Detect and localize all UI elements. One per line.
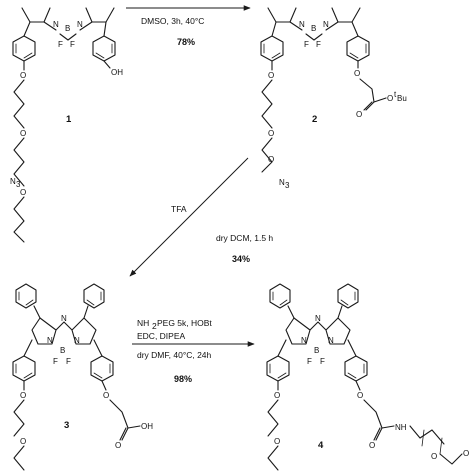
c4-fluorine-2: F (320, 357, 325, 366)
c3-n-right: N (74, 336, 80, 345)
c4-fluorine-1: F (307, 357, 312, 366)
compound-4-label: 4 (318, 440, 324, 451)
c4-boron: B (314, 346, 319, 355)
compound-2-label: 2 (312, 114, 317, 125)
c4-n-right: N (328, 336, 334, 345)
step-2-yield: 34% (232, 254, 250, 264)
c4-carbonyl-o: O (369, 441, 375, 450)
step-3-coupling: EDC, DIPEA (137, 331, 186, 341)
c2-ether-o: O (268, 71, 274, 80)
c1-chain-o1: O (20, 129, 26, 138)
step-3-yield: 98% (174, 374, 192, 384)
step-2-conditions: dry DCM, 1.5 h (216, 233, 273, 243)
c1-hydroxyl: OH (111, 68, 123, 77)
c2-otbu-bu: Bu (397, 94, 407, 103)
step-3-amine: NH (137, 318, 149, 328)
c2-fluorine-2: F (316, 40, 321, 49)
compound-1-label: 1 (66, 114, 72, 125)
c4-ether-o: O (274, 391, 280, 400)
c3-fluorine-1: F (53, 357, 58, 366)
c2-chain-o2: O (268, 155, 274, 164)
c4-meso-n: N (315, 314, 321, 323)
c1-n-left: N (53, 20, 59, 29)
compound-3-structure: N N N B F F O O O O OH (12, 283, 153, 471)
c1-ether-o: O (20, 71, 26, 80)
c3-boron: B (60, 346, 65, 355)
c4-chain-o: O (274, 437, 280, 446)
c1-boron: B (65, 24, 70, 33)
step-1: DMSO, 3h, 40°C 78% (126, 5, 251, 47)
step-2-arrow (129, 157, 249, 277)
c3-meso-n: N (61, 314, 67, 323)
step-3: NH 2 PEG 5k, HOBt EDC, DIPEA dry DMF, 40… (132, 318, 255, 384)
step-3-amine-sub: 2 (152, 321, 157, 331)
step-2: TFA dry DCM, 1.5 h 34% (129, 157, 273, 277)
step-1-yield: 78% (177, 37, 195, 47)
c1-azide-n: N (10, 177, 16, 186)
c1-azide-sub: 3 (16, 180, 21, 189)
c1-fluorine-2: F (70, 40, 75, 49)
c3-acid-oh: OH (141, 422, 153, 431)
c2-otbu-o: O (387, 94, 393, 103)
c3-carbonyl-o: O (115, 441, 121, 450)
c4-n-left: N (301, 336, 307, 345)
c2-boron: B (311, 24, 316, 33)
c2-azide-n: N (279, 178, 285, 187)
c1-fluorine-1: F (58, 40, 63, 49)
compound-1-structure: N N B F F O O O N 3 OH (10, 7, 123, 243)
compound-4-structure: N N N B F F O O O O NH O O (266, 283, 469, 471)
c2-n-left: N (299, 20, 305, 29)
compound-3-label: 3 (64, 420, 69, 431)
c1-n-right: N (77, 20, 83, 29)
c2-fluorine-1: F (304, 40, 309, 49)
c3-ether-o: O (20, 391, 26, 400)
step-3-conditions: dry DMF, 40°C, 24h (137, 350, 212, 360)
c3-n-left: N (47, 336, 53, 345)
step-2-reagent: TFA (171, 204, 187, 214)
c3-fluorine-2: F (66, 357, 71, 366)
c4-peg-o: O (431, 452, 437, 461)
compound-2-structure: N N B F F O O O N 3 O O O t Bu (260, 7, 407, 190)
c4-amide-ether-o: O (357, 391, 363, 400)
c3-chain-o: O (20, 437, 26, 446)
c3-acid-ether-o: O (103, 391, 109, 400)
c2-carbonyl-o: O (356, 110, 362, 119)
step-3-reagents: PEG 5k, HOBt (157, 318, 212, 328)
c2-n-right: N (323, 20, 329, 29)
step-1-conditions: DMSO, 3h, 40°C (141, 16, 204, 26)
c2-chain-o1: O (268, 129, 274, 138)
c2-ester-ether-o: O (354, 69, 360, 78)
c2-azide-sub: 3 (285, 181, 290, 190)
c4-terminal-o: O (463, 449, 469, 458)
c4-amide-nh: NH (395, 423, 407, 432)
c1-chain-o2: O (20, 188, 26, 197)
c2-otbu-t: t (394, 90, 397, 99)
